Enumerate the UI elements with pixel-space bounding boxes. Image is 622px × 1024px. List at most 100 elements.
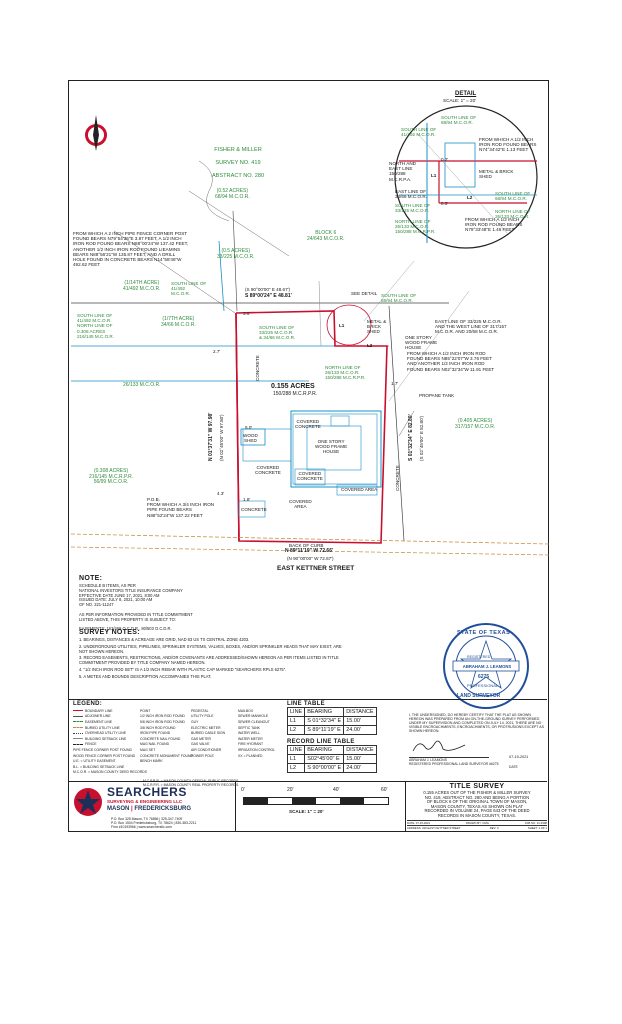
label-acres-05: (0.5 ACRES) 33/225 M.C.O.R. [217, 248, 255, 260]
legend-col-points: POINT 1/2 INCH IRON ROD FOUND 5/8 INCH I… [140, 708, 193, 764]
title-survey-body: 0.155 ACRES OUT OF THE FISHER & MILLER S… [423, 790, 531, 818]
label-east-bearing2: (S 02°45'00" E 82.80') [419, 415, 424, 461]
label-covered-concrete-top: COVERED CONCRETE [295, 419, 321, 430]
detail-label: SOUTH LINE OF 41/492 M.C.O.R. [401, 127, 437, 138]
label-south-line-41: SOUTH LINE OF 41/492 M.C.O.R. [171, 281, 207, 297]
survey-note-item: 3. RECORD EASEMENTS, RESTRICTIONS, AND/O… [79, 655, 339, 666]
company-city1: MASON [107, 806, 130, 812]
company-addr3: Firm #10193966 | www.searchersllc.com [111, 825, 172, 829]
scale-label: SCALE: 1" = 20' [289, 809, 324, 814]
label-pob: P.O.B. FROM WHICH A 3/4 INCH IRON PIPE F… [147, 497, 215, 518]
survey-note-item: 1. BEARINGS, DISTANCES & ACREAGE ARE GRI… [79, 637, 250, 642]
detail-label: SOUTH LINE OF 33/225 M.C.O.R. [395, 203, 431, 214]
label-covered-concrete-left: COVERED CONCRETE [255, 465, 281, 476]
label-covered-area: COVERED AREA [341, 487, 378, 492]
seal-bottom2: LAND SURVEYOR [457, 693, 501, 699]
label-see-detail: SEE DETAIL [351, 291, 378, 296]
seal-top: STATE OF TEXAS [457, 630, 511, 636]
label-dim-18: 1.8' [243, 497, 251, 502]
survey-notes-heading: SURVEY NOTES: [79, 629, 140, 636]
company-addr2: P.O. Box 1504 Fredericksburg, TX 78624 |… [111, 821, 197, 825]
label-east-line-33: EAST LINE OF 33/225 M.C.O.R. AND THE WES… [435, 319, 507, 335]
survey-note-item: 5. A METES AND BOUNDS DESCRIPTION ACCOMP… [79, 673, 212, 679]
label-concrete-vertical: CONCRETE [255, 355, 260, 381]
seal-bottom1: PROFESSIONAL [467, 683, 499, 688]
label-acres-0405: (0.405 ACRES) 317/157 M.C.O.R. [455, 418, 496, 430]
seal-icon [443, 623, 529, 709]
divider [235, 781, 236, 831]
label-south-bearing: N 89°11'19" W 72.66' [285, 548, 334, 554]
label-from-which-half1: FROM WHICH A 1/2 INCH IRON ROD FOUND BEA… [407, 351, 495, 372]
label-from-which-2inch: FROM WHICH A 2 INCH PIPE FENCE CORNER PO… [73, 231, 189, 268]
label-one-story-wood: ONE STORY WOOD FRAME HOUSE [405, 335, 438, 351]
detail-label: FROM WHICH A 1/2 INCH IRON ROD FOUND BEA… [465, 217, 523, 233]
plat-sheet: N FISHER & MILLER SURVEY NO. 419 ABSTRAC… [68, 80, 550, 832]
certification-date: 07-15-2021 [509, 755, 529, 759]
detail-label: SOUTH LINE OF 68/94 M.C.O.R. [441, 115, 477, 126]
company-name: SEARCHERS [107, 785, 187, 799]
legend-col-misc: MAILBOX SEWER MANHOLE SEWER CLEANOUT SEP… [238, 708, 276, 758]
detail-label: SOUTH LINE OF 68/94 M.C.O.R. [495, 191, 531, 202]
label-bearing-top2: S 89°00'24" E 48.81' [245, 293, 292, 299]
detail-label: L1 [431, 173, 437, 178]
label-main-ref: 150/288 M.C.R.P.R. [273, 391, 318, 397]
seal-name: ABRAHAM J. LEAMONS [462, 664, 512, 669]
star-logo-icon [74, 788, 102, 816]
label-wood-shed: WOOD SHED [243, 433, 258, 444]
label-west-bearing2: (N 02°45'00" W 97.80') [219, 414, 224, 461]
label-dim-43: 4.3' [217, 491, 225, 496]
label-south-line-41b: SOUTH LINE OF 41/492 M.C.O.R. NORTH LINE… [77, 313, 115, 339]
label-north-line-26: NORTH LINE OF 26/133 M.C.O.R. 150/288 M.… [325, 365, 366, 381]
legend-col-lines: BOUNDARY LINE ADJOINER LINE EASEMENT LIN… [73, 708, 147, 775]
scale-tick: 0' [241, 787, 245, 793]
label-covered-concrete-mid: COVERED CONCRETE [297, 471, 323, 482]
label-block: BLOCK 6 24/643 M.C.O.R. [307, 230, 345, 242]
svg-text:N: N [94, 134, 98, 140]
line-table-heading: LINE TABLE [287, 701, 325, 707]
label-west-bearing: N 01°37'31" W 97.98' [208, 412, 214, 461]
survey-notes-block: SURVEY NOTES: 1. BEARINGS, DISTANCES & A… [79, 629, 349, 680]
label-bearing-top: (S 90°00'00" E 48.67') [245, 287, 291, 292]
label-back-of-curb: BACK OF CURB [289, 543, 324, 548]
detail-label: 0.2' [441, 157, 449, 162]
title-survey-heading: TITLE SURVEY [449, 783, 505, 790]
label-south-line-68: SOUTH LINE OF 68/94 M.C.O.R. [381, 293, 417, 304]
detail-label: EAST LINE OF 34/66 M.C.O.R. [395, 189, 427, 200]
detail-label: METAL & BRICK SHED [479, 169, 514, 180]
label-propane: PROPANE TANK [419, 393, 455, 398]
company-block: SEARCHERS SURVEYING & ENGINEERING LLC MA… [73, 783, 233, 831]
note-heading: NOTE: [79, 575, 103, 582]
detail-label: 0.5' [441, 201, 449, 206]
detail-label: L2 [467, 195, 473, 200]
certification-signer: ABRAHAM J. LEAMONS [409, 758, 447, 763]
detail-panel: DETAIL SCALE: 1" = 20' SOUTH LINE OF 68/… [387, 91, 545, 251]
plat-drawing [70, 160, 550, 556]
label-dim-50: 5.0' [245, 425, 253, 430]
legend-col-utilities: PEDESTAL UTILITY POLE GUY ELECTRIC METER… [191, 708, 226, 758]
label-acres-0308: (0.308 ACRES) 216/145 M.C.R.P.R. 56/99 M… [89, 468, 134, 486]
north-arrow-icon: N [85, 115, 107, 151]
label-acres-052: (0.52 ACRES) 68/94 M.C.O.R. [215, 188, 250, 200]
divider [69, 699, 547, 700]
note-body: SCHEDULE B ITEMS, AS PER NATIONAL INVEST… [79, 583, 193, 632]
detail-scale: SCALE: 1" = 20' [443, 98, 477, 103]
divider [405, 781, 406, 831]
legend-heading: LEGEND: [73, 701, 103, 707]
detail-title: DETAIL [455, 91, 477, 97]
company-city2: FREDERICKSBURG [134, 806, 192, 812]
signature-icon [412, 741, 466, 752]
label-concrete-right: CONCRETE [395, 465, 400, 491]
detail-label: NORTH LINE OF 26/133 M.C.O.R. [495, 209, 531, 220]
record-line-table-heading: RECORD LINE TABLE [287, 739, 355, 745]
survey-note-item: 2. UNDERGROUND UTILITIES, PIPELINES, SPR… [79, 643, 342, 654]
label-main-acres: 0.155 ACRES [271, 383, 315, 390]
detail-label: NORTH AND EAST LINE 150/288 M.C.R.P.A. [389, 161, 416, 182]
label-metal-brick-shed: METAL & BRICK SHED [367, 319, 387, 335]
label-dim-27: 2.7' [213, 349, 221, 354]
label-south-line-33: SOUTH LINE OF 33/225 M.C.O.R. & 34/66 M.… [259, 325, 296, 341]
note-block: NOTE: SCHEDULE B ITEMS, AS PER NATIONAL … [79, 575, 279, 632]
